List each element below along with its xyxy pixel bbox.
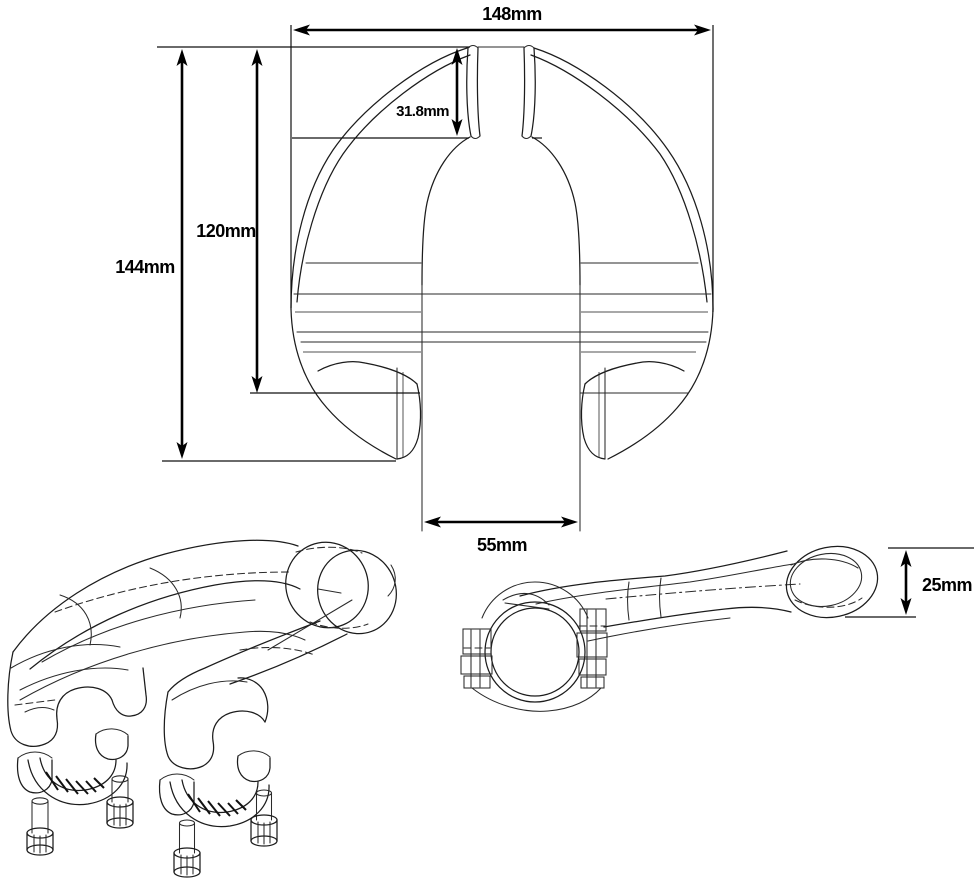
arrowhead-up bbox=[176, 49, 188, 66]
arrowhead-down bbox=[251, 376, 263, 393]
arrowhead-left bbox=[424, 516, 441, 528]
side-view-bolt-stack-left bbox=[460, 628, 493, 689]
dimension-label-center-width: 55mm bbox=[477, 535, 527, 555]
front-view-outline bbox=[290, 47, 714, 532]
cradle-2-hatching bbox=[187, 793, 247, 817]
arrowhead-left bbox=[293, 24, 310, 36]
dimension-center-width: 55mm bbox=[424, 516, 578, 555]
front-view-clamp-tube bbox=[466, 44, 536, 140]
exploded-rear-pad bbox=[7, 644, 148, 747]
dimension-clamp-section: 31.8mm bbox=[396, 48, 463, 136]
exploded-cradle-1 bbox=[16, 728, 129, 806]
exploded-bolt-1 bbox=[26, 797, 54, 856]
exploded-front-arm bbox=[167, 620, 348, 693]
dimension-overall-width: 148mm bbox=[293, 4, 711, 36]
arrowhead-right bbox=[694, 24, 711, 36]
arrowhead-up bbox=[451, 48, 463, 65]
exploded-bolt-3 bbox=[173, 819, 201, 878]
exploded-bolt-2 bbox=[106, 775, 134, 829]
side-view-grip bbox=[785, 545, 879, 619]
side-view bbox=[460, 545, 879, 712]
exploded-front-pad bbox=[163, 677, 269, 770]
front-view-lobes bbox=[317, 361, 685, 460]
cradle-1-hatching bbox=[45, 771, 105, 795]
arrowhead-down bbox=[176, 442, 188, 459]
arrowhead-down bbox=[900, 598, 912, 615]
dimension-grip-height: 25mm bbox=[845, 547, 974, 618]
front-view-gray-lines bbox=[295, 311, 708, 457]
clamp-inner-circle bbox=[490, 607, 580, 697]
front-view-section-lines bbox=[293, 262, 712, 394]
dimension-overall-drop: 144mm bbox=[115, 49, 188, 459]
front-view-dimensions: 148mm 31.8mm 120mm 144mm 55m bbox=[115, 4, 714, 555]
dimension-label-overall-drop: 144mm bbox=[115, 257, 175, 277]
exploded-view bbox=[7, 539, 397, 878]
front-view bbox=[290, 44, 714, 532]
dimension-label-overall-width: 148mm bbox=[482, 4, 542, 24]
dimension-label-grip-height: 25mm bbox=[922, 575, 972, 595]
exploded-cradle-2 bbox=[158, 750, 271, 828]
exploded-bar-body bbox=[12, 539, 306, 701]
clamp-outer-circle bbox=[484, 601, 586, 703]
arrowhead-up bbox=[251, 49, 263, 66]
side-view-arm bbox=[519, 550, 801, 642]
exploded-grip-tube bbox=[267, 541, 397, 651]
exploded-bolt-4 bbox=[250, 789, 278, 847]
extension-lines bbox=[157, 25, 714, 462]
dimension-label-clamp-section: 31.8mm bbox=[396, 103, 449, 120]
arrowhead-right bbox=[561, 516, 578, 528]
dimension-inner-drop: 120mm bbox=[196, 49, 263, 393]
arrowhead-up bbox=[900, 550, 912, 567]
side-view-bolt-stack-right bbox=[576, 608, 608, 689]
arrowhead-down bbox=[451, 119, 463, 136]
dimension-label-inner-drop: 120mm bbox=[196, 221, 256, 241]
